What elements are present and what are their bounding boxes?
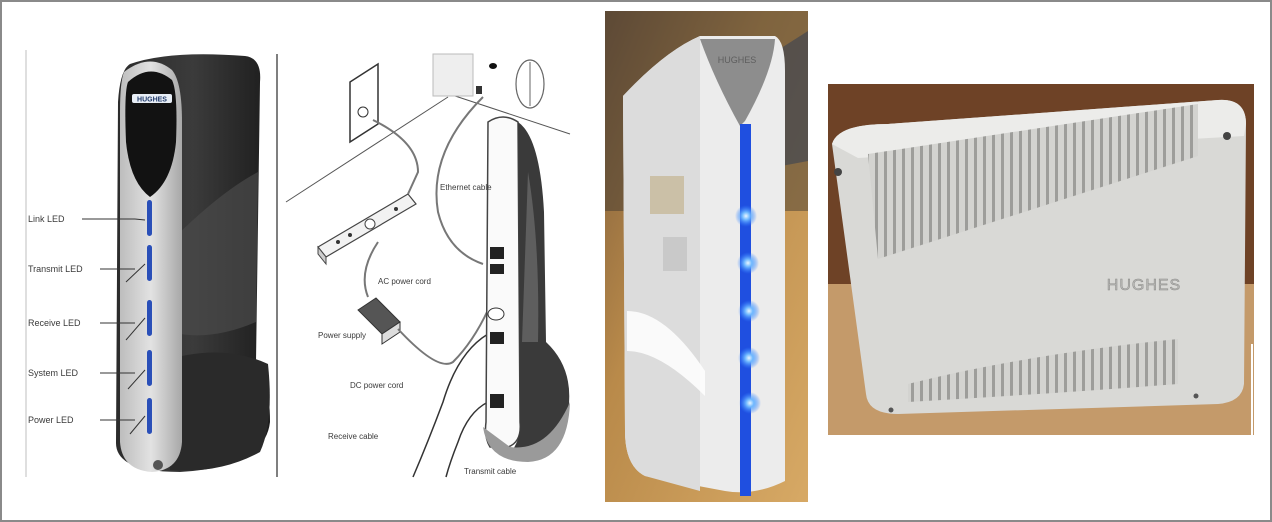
led-label-power: Power LED [28, 415, 74, 425]
brand-text: HUGHES [1107, 277, 1181, 294]
callout-power-supply: Power supply [318, 331, 366, 340]
modem-front-drawing: HUGHES Link LED Transmit LED Receive LED [20, 42, 280, 482]
callout-transmit: Transmit cable [464, 467, 517, 476]
led-label-transmit: Transmit LED [28, 264, 83, 274]
brand-text: HUGHES [137, 97, 167, 104]
led-label-system: System LED [28, 368, 79, 378]
callout-receive: Receive cable [328, 432, 379, 441]
callout-ac-power: AC power cord [378, 277, 431, 286]
modem-front-photo: HUGHES [605, 11, 808, 502]
installation-diagram: Ethernet cable AC power cord Power suppl… [278, 42, 598, 482]
led-label-link: Link LED [28, 214, 65, 224]
modem-side-photo: HUGHES [828, 84, 1254, 435]
callout-ethernet: Ethernet cable [440, 183, 492, 192]
brand-text: HUGHES [718, 55, 757, 65]
callout-dc-power: DC power cord [350, 381, 403, 390]
led-label-receive: Receive LED [28, 318, 81, 328]
